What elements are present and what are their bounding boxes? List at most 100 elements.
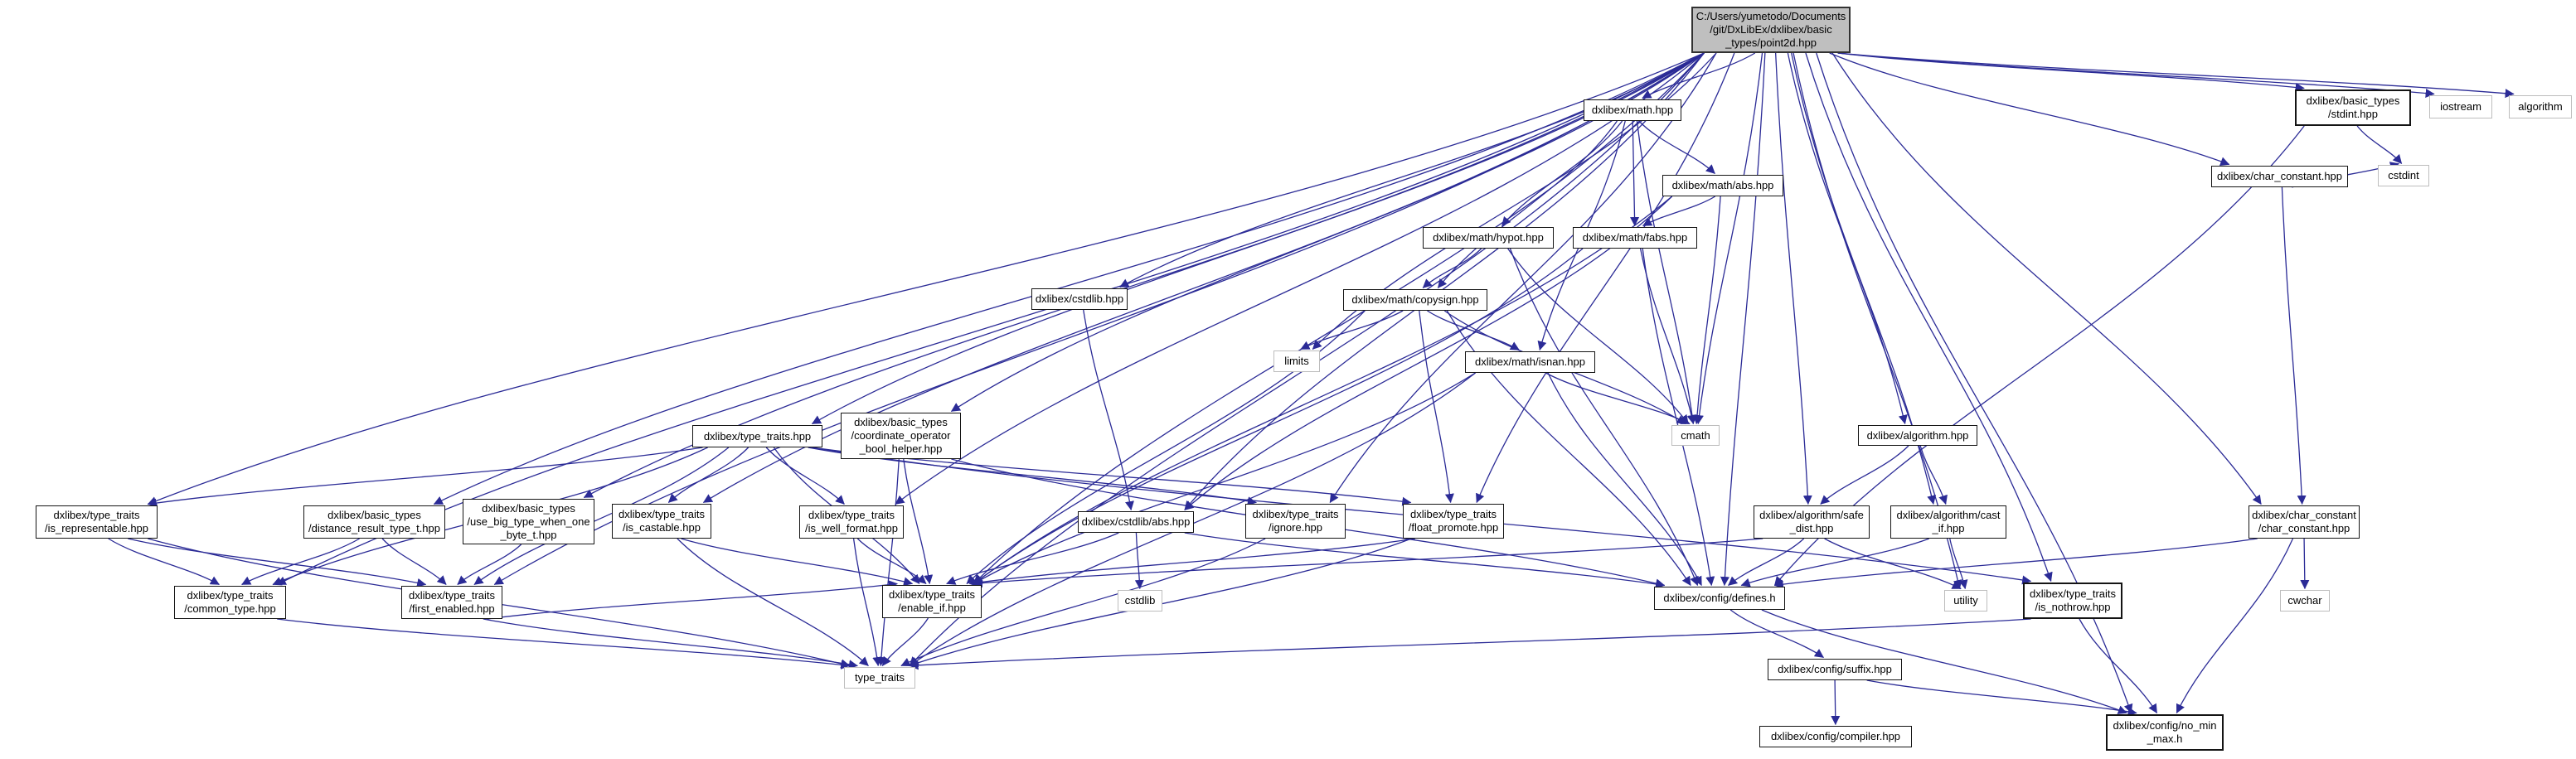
include-edge-math_hypot_hpp-to-defines_h <box>1509 248 1699 587</box>
graph-node-is_representable[interactable]: dxlibex/type_traits/is_representable.hpp <box>36 505 158 539</box>
graph-node-stdint_hpp[interactable]: dxlibex/basic_types/stdint.hpp <box>2295 89 2411 126</box>
graph-node-is_nothrow[interactable]: dxlibex/type_traits/is_nothrow.hpp <box>2023 583 2122 619</box>
include-edge-root-to-defines_h <box>1720 52 1766 587</box>
include-edge-root-to-iostream <box>1837 52 2435 99</box>
node-label-line: dxlibex/type_traits <box>1409 508 1497 520</box>
include-edge-use_big_type-to-first_enabled <box>457 544 522 585</box>
include-edge-math_hpp-to-cmath <box>1636 120 1697 425</box>
node-label-line: dxlibex/math.hpp <box>1591 104 1674 116</box>
graph-node-distance_result[interactable]: dxlibex/basic_types/distance_result_type… <box>303 505 445 539</box>
node-label-line: dxlibex/type_traits <box>187 589 274 602</box>
include-edge-is_castable-to-type_traits <box>677 538 869 666</box>
include-edge-isnan_hpp-to-cmath <box>1545 372 1691 425</box>
node-label-line: /ignore.hpp <box>1268 521 1323 534</box>
graph-node-compiler_hpp[interactable]: dxlibex/config/compiler.hpp <box>1759 726 1912 747</box>
graph-node-no_min_max[interactable]: dxlibex/config/no_min_max.h <box>2106 714 2224 751</box>
include-edge-math_fabs_hpp-to-cmath <box>1639 248 1696 425</box>
include-edge-math_abs_hpp-to-enable_if <box>973 196 1673 585</box>
node-label-line: /is_representable.hpp <box>44 522 149 534</box>
graph-node-cmath: cmath <box>1671 425 1720 446</box>
graph-node-enable_if[interactable]: dxlibex/type_traits/enable_if.hpp <box>882 585 982 618</box>
graph-node-suffix_hpp[interactable]: dxlibex/config/suffix.hpp <box>1768 659 1902 680</box>
node-label-line: /is_castable.hpp <box>623 521 701 534</box>
graph-node-cstdlib_hpp[interactable]: dxlibex/cstdlib.hpp <box>1031 288 1128 310</box>
node-label-line: /coordinate_operator <box>851 429 951 442</box>
graph-node-float_promote[interactable]: dxlibex/type_traits/float_promote.hpp <box>1403 504 1504 539</box>
graph-node-ignore[interactable]: dxlibex/type_traits/ignore.hpp <box>1245 504 1346 539</box>
graph-node-is_castable[interactable]: dxlibex/type_traits/is_castable.hpp <box>612 504 711 539</box>
graph-node-copysign_hpp[interactable]: dxlibex/math/copysign.hpp <box>1343 289 1487 311</box>
graph-node-utility: utility <box>1944 590 1987 612</box>
node-label-line: cwchar <box>2287 594 2322 607</box>
node-label-line: utility <box>1953 594 1978 607</box>
include-edge-distance_result-to-first_enabled <box>381 538 447 585</box>
include-edge-char_constant2-to-defines_h <box>1773 538 2258 589</box>
node-label-line: dxlibex/math/fabs.hpp <box>1582 231 1688 244</box>
include-edge-root-to-is_representable <box>147 52 1705 505</box>
include-edge-root-to-first_enabled <box>493 52 1705 586</box>
graph-node-char_constant2[interactable]: dxlibex/char_constant/char_constant.hpp <box>2249 505 2360 539</box>
include-edge-root-to-char_constant_hpp <box>1829 52 2230 166</box>
include-edge-defines_h-to-suffix_hpp <box>1729 609 1824 659</box>
graph-node-cast_if[interactable]: dxlibex/algorithm/cast_if.hpp <box>1890 505 2006 539</box>
node-label-line: iostream <box>2440 100 2481 113</box>
include-edge-is_nothrow-to-type_traits <box>909 618 2031 670</box>
include-edge-root-to-distance_result <box>433 52 1705 505</box>
node-label-line: _max.h <box>2147 732 2183 745</box>
node-label-line: dxlibex/math/isnan.hpp <box>1475 355 1585 368</box>
include-edge-math_hypot_hpp-to-cmath <box>1507 248 1689 424</box>
graph-node-isnan_hpp[interactable]: dxlibex/math/isnan.hpp <box>1465 351 1595 373</box>
include-edge-root-to-char_constant2 <box>1831 52 2262 505</box>
graph-node-root[interactable]: C:/Users/yumetodo/Documents/git/DxLibEx/… <box>1691 7 1851 53</box>
include-edge-defines_h-to-no_min_max <box>1761 609 2127 714</box>
graph-node-cstdlib_abs_hpp[interactable]: dxlibex/cstdlib/abs.hpp <box>1078 511 1194 533</box>
graph-node-math_hypot_hpp[interactable]: dxlibex/math/hypot.hpp <box>1423 227 1554 249</box>
node-label-line: /is_well_format.hpp <box>805 522 898 534</box>
graph-node-char_constant_hpp[interactable]: dxlibex/char_constant.hpp <box>2211 166 2348 187</box>
graph-node-defines_h[interactable]: dxlibex/config/defines.h <box>1654 587 1785 610</box>
include-edge-is_well_format-to-type_traits <box>852 538 882 667</box>
graph-node-type_traits_hpp[interactable]: dxlibex/type_traits.hpp <box>692 425 822 447</box>
include-edge-math_abs_hpp-to-cmath <box>1692 196 1721 425</box>
node-label-line: dxlibex/type_traits <box>808 509 895 521</box>
graph-node-coord_helper[interactable]: dxlibex/basic_types/coordinate_operator_… <box>841 413 961 459</box>
node-label-line: dxlibex/type_traits <box>618 508 706 520</box>
node-label-line: dxlibex/type_traits <box>1252 508 1339 520</box>
include-edge-root-to-is_well_format <box>895 52 1705 505</box>
graph-node-cstdlib: cstdlib <box>1118 590 1162 612</box>
graph-node-is_well_format[interactable]: dxlibex/type_traits/is_well_format.hpp <box>799 505 904 539</box>
node-label-line: dxlibex/algorithm.hpp <box>1866 428 1969 442</box>
include-edge-char_constant_hpp-to-char_constant2 <box>2281 186 2307 505</box>
graph-node-common_type[interactable]: dxlibex/type_traits/common_type.hpp <box>174 586 286 619</box>
include-edge-cstdlib_abs_hpp-to-defines_h <box>1184 532 1666 589</box>
node-label-line: _if.hpp <box>1932 522 1965 534</box>
include-edge-type_traits_hpp-to-is_well_format <box>765 447 845 505</box>
include-edge-suffix_hpp-to-no_min_max <box>1866 679 2137 717</box>
graph-node-math_abs_hpp[interactable]: dxlibex/math/abs.hpp <box>1662 175 1783 196</box>
node-label-line: dxlibex/char_constant.hpp <box>2216 170 2343 182</box>
node-label-line: type_traits <box>855 671 905 684</box>
node-label-line: /enable_if.hpp <box>898 602 966 614</box>
graph-node-math_hpp[interactable]: dxlibex/math.hpp <box>1584 99 1681 121</box>
include-edge-isnan_hpp-to-enable_if <box>973 372 1476 585</box>
node-label-line: dxlibex/basic_types <box>327 509 421 521</box>
graph-node-safe_dist[interactable]: dxlibex/algorithm/safe_dist.hpp <box>1754 505 1870 539</box>
graph-node-first_enabled[interactable]: dxlibex/type_traits/first_enabled.hpp <box>401 586 502 619</box>
node-label-line: dxlibex/config/compiler.hpp <box>1770 730 1901 742</box>
node-label-line: dxlibex/math/copysign.hpp <box>1351 293 1479 306</box>
include-edge-copysign_hpp-to-float_promote <box>1419 310 1454 504</box>
include-edge-algorithm_hpp-to-cast_if <box>1919 445 1948 505</box>
graph-node-algorithm: algorithm <box>2509 95 2572 118</box>
graph-node-algorithm_hpp[interactable]: dxlibex/algorithm.hpp <box>1858 425 1977 446</box>
graph-node-math_fabs_hpp[interactable]: dxlibex/math/fabs.hpp <box>1573 227 1697 249</box>
node-label-line: dxlibex/char_constant <box>2252 509 2356 521</box>
node-label-line: cstdlib <box>1124 594 1156 607</box>
include-edge-root-to-algorithm_hpp <box>1787 52 1908 425</box>
include-edge-math_abs_hpp-to-math_fabs_hpp <box>1642 196 1716 227</box>
node-label-line: /distance_result_type_t.hpp <box>308 522 440 534</box>
node-label-line: cstdint <box>2388 169 2419 181</box>
include-edge-cast_if-to-utility <box>1949 538 1968 590</box>
include-edge-math_hypot_hpp-to-copysign_hpp <box>1422 248 1482 288</box>
node-label-line: dxlibex/type_traits <box>408 589 496 602</box>
graph-node-use_big_type[interactable]: dxlibex/basic_types/use_big_type_when_on… <box>463 499 594 544</box>
